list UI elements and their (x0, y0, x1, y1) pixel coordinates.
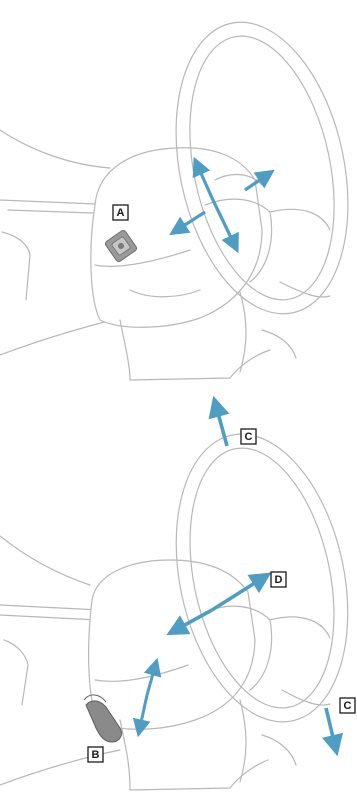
label-d: D (271, 572, 286, 587)
label-b: B (88, 747, 103, 762)
svg-text:B: B (92, 749, 100, 761)
svg-text:D: D (275, 574, 283, 586)
top-panel: A (0, 6, 357, 380)
bottom-column-shroud (89, 560, 296, 790)
label-a: A (113, 205, 128, 220)
telescope-arrow-down (326, 708, 336, 750)
svg-text:C: C (344, 700, 352, 712)
top-column-shroud (91, 148, 296, 380)
label-c-top: C (241, 429, 256, 444)
svg-text:C: C (245, 431, 253, 443)
label-c-bottom: C (340, 698, 355, 713)
bottom-panel: C D C B (0, 402, 357, 790)
svg-text:A: A (117, 207, 125, 219)
